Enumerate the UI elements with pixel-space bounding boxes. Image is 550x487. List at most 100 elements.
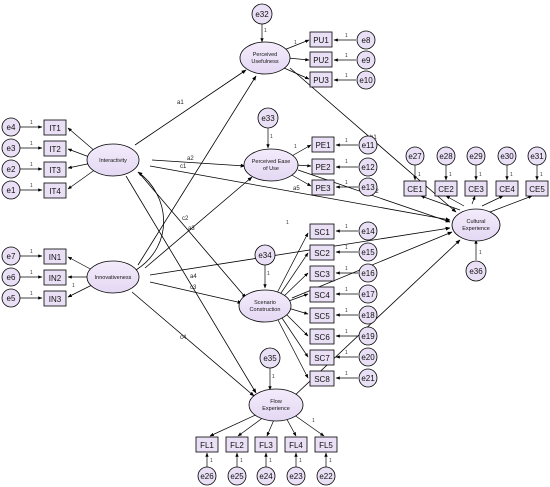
svg-text:SC4: SC4	[314, 291, 330, 300]
svg-text:Perceived: Perceived	[253, 52, 277, 58]
svg-text:1: 1	[30, 141, 33, 147]
latent-interactivity: Interactivity	[86, 143, 140, 177]
svg-text:1: 1	[267, 271, 270, 277]
error-e22: e22	[316, 466, 336, 486]
error-arrows	[20, 24, 539, 467]
indicator-fl2: FL2	[225, 436, 249, 453]
svg-text:e9: e9	[362, 56, 371, 65]
path-inn-ce	[149, 226, 451, 276]
svg-text:e24: e24	[259, 472, 273, 481]
error-e23: e23	[286, 466, 306, 486]
svg-text:FL2: FL2	[230, 441, 244, 450]
indicator-sc2: SC2	[309, 244, 335, 261]
svg-text:1: 1	[269, 458, 272, 464]
error-e29: e29	[466, 146, 486, 166]
error-e1: e1	[1, 180, 21, 200]
svg-text:PE3: PE3	[315, 184, 331, 193]
error-e28: e28	[436, 146, 456, 166]
error-e21: e21	[358, 368, 378, 388]
indicator-pe3: PE3	[311, 179, 335, 196]
latent-variables: Perceived Usefulness Perceived Ease of U…	[86, 41, 501, 422]
indicator-it2: IT2	[43, 140, 67, 157]
indicator-pu1: PU1	[309, 31, 333, 48]
label-a4: a4	[190, 274, 197, 280]
svg-text:IN2: IN2	[49, 274, 62, 283]
error-e31: e31	[527, 146, 547, 166]
label-c1: c1	[180, 164, 187, 170]
svg-text:Flow: Flow	[270, 399, 282, 405]
indicator-it4: IT4	[43, 182, 67, 199]
error-terms: e32 e33 e34 e35 e36 e8 e9 e10 e11 e12 e1…	[1, 3, 547, 486]
svg-text:e28: e28	[439, 152, 453, 161]
svg-text:Cultural: Cultural	[467, 219, 486, 225]
svg-text:e20: e20	[361, 353, 375, 362]
svg-text:1: 1	[345, 308, 348, 314]
indicator-sc3: SC3	[309, 265, 335, 282]
path-int-ce	[149, 165, 451, 222]
error-e10: e10	[356, 70, 376, 90]
path-inn-sc	[149, 281, 243, 304]
indicator-ce2: CE2	[434, 180, 458, 197]
indicator-sc1: SC1	[309, 223, 335, 240]
svg-text:1: 1	[72, 283, 75, 289]
svg-text:1: 1	[294, 40, 297, 46]
indicator-it3: IT3	[43, 161, 67, 178]
error-e4: e4	[1, 117, 21, 137]
svg-text:PU3: PU3	[313, 76, 329, 85]
svg-text:CE3: CE3	[468, 185, 484, 194]
error-e35: e35	[259, 347, 281, 369]
svg-text:Experience: Experience	[462, 226, 490, 232]
svg-text:CE1: CE1	[407, 185, 423, 194]
svg-text:e35: e35	[263, 354, 277, 363]
indicator-sc4: SC4	[309, 286, 335, 303]
indicator-in1: IN1	[43, 248, 67, 265]
path-peu-ce	[297, 169, 451, 223]
svg-text:1: 1	[264, 28, 267, 34]
svg-text:Scenario: Scenario	[254, 300, 276, 306]
label-a1: a1	[177, 100, 184, 106]
svg-text:IN1: IN1	[49, 253, 62, 262]
svg-text:1: 1	[345, 159, 348, 165]
error-e6: e6	[1, 267, 21, 287]
error-e18: e18	[358, 305, 378, 325]
svg-text:Interactivity: Interactivity	[99, 158, 127, 164]
error-e11: e11	[358, 135, 378, 155]
svg-text:1: 1	[345, 329, 348, 335]
error-e20: e20	[358, 347, 378, 367]
svg-text:e15: e15	[361, 248, 375, 257]
path-inn-peu	[144, 176, 253, 269]
svg-text:1: 1	[345, 180, 348, 186]
svg-text:e2: e2	[7, 165, 16, 174]
svg-text:SC1: SC1	[314, 228, 330, 237]
svg-text:e22: e22	[319, 472, 333, 481]
svg-text:CE2: CE2	[438, 185, 454, 194]
svg-text:1: 1	[299, 458, 302, 464]
error-e2: e2	[1, 159, 21, 179]
svg-text:Perceived Ease: Perceived Ease	[252, 159, 291, 165]
error-e25: e25	[227, 466, 247, 486]
svg-text:1: 1	[329, 458, 332, 464]
indicator-pe1: PE1	[311, 136, 335, 153]
label-c2: c2	[182, 216, 189, 222]
svg-text:1: 1	[286, 220, 289, 226]
svg-text:Innovativeness: Innovativeness	[95, 275, 132, 281]
label-a2: a2	[187, 156, 194, 162]
svg-text:e17: e17	[361, 290, 375, 299]
indicator-pu3: PU3	[309, 71, 333, 88]
svg-text:1: 1	[345, 350, 348, 356]
svg-text:IT3: IT3	[49, 166, 61, 175]
svg-text:1: 1	[345, 73, 348, 79]
svg-text:1: 1	[272, 374, 275, 380]
svg-text:IT1: IT1	[49, 124, 61, 133]
svg-text:e16: e16	[361, 269, 375, 278]
fixed-loading-labels: 1 1 1 1 1 1 1 1 1 1 1 1 1 1 1 1 1 1 1 1 …	[30, 28, 543, 464]
svg-text:e36: e36	[469, 267, 483, 276]
error-e19: e19	[358, 326, 378, 346]
label-a3: a3	[188, 226, 195, 232]
svg-text:e11: e11	[362, 141, 375, 150]
svg-text:SC7: SC7	[314, 354, 330, 363]
indicator-sc7: SC7	[309, 349, 335, 366]
svg-text:e33: e33	[261, 114, 275, 123]
svg-text:1: 1	[240, 458, 243, 464]
